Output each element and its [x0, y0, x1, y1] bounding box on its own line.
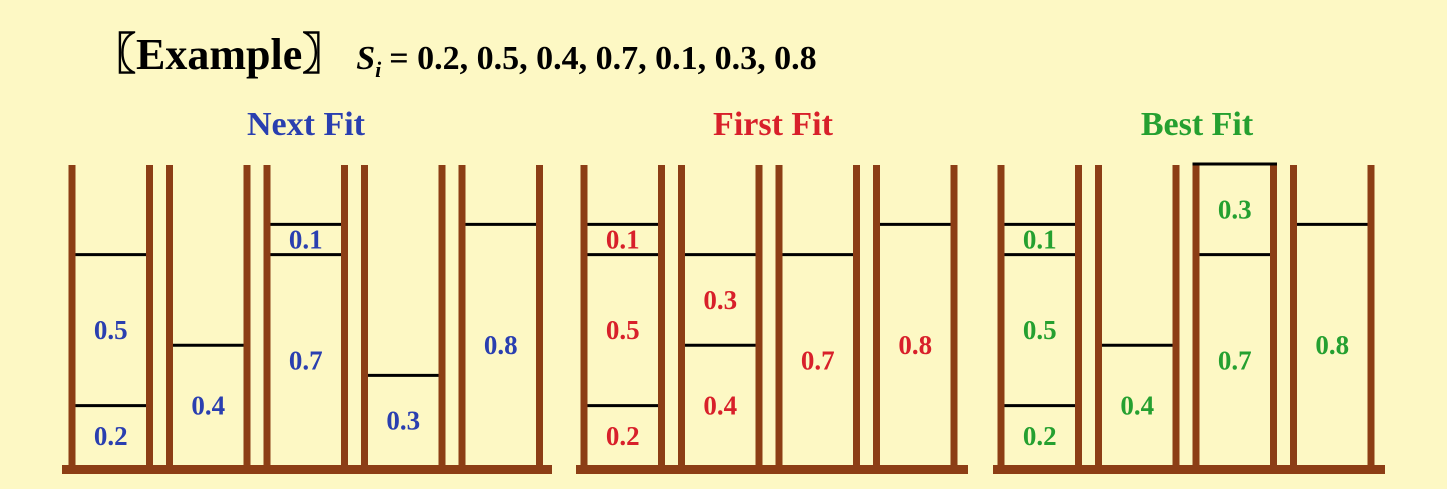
next-fit-bin-wall [438, 165, 446, 468]
first-fit-bin: 0.8 [880, 222, 951, 360]
next-fit-bin-wall [536, 165, 543, 468]
item-label: 0.1 [289, 225, 323, 255]
item-label: 0.3 [1218, 194, 1252, 224]
first-fit-bin-wall [853, 165, 860, 468]
best-fit-bin-wall [1270, 165, 1277, 468]
next-fit-bin-wall [68, 165, 76, 468]
item-label: 0.1 [606, 225, 640, 255]
next-fit-bin-wall [166, 165, 173, 468]
item-label: 0.5 [1023, 315, 1057, 345]
first-fit-bin: 0.7 [782, 253, 853, 375]
first-fit-bin-wall [755, 165, 763, 468]
best-fit-panel: Best Fit 0.2 0.5 0.1 0.4 0.7 0.3 0.8 [993, 106, 1385, 474]
item-label: 0.4 [1120, 391, 1154, 421]
item-label: 0.7 [289, 345, 323, 375]
close-bracket: 〗 [302, 30, 347, 79]
example-word: Example [136, 30, 303, 79]
next-fit-title: Next Fit [247, 106, 366, 143]
first-fit-bin-wall [580, 165, 588, 468]
item-label: 0.7 [1218, 345, 1252, 375]
best-fit-bin-wall [997, 165, 1005, 468]
next-fit-base [62, 465, 552, 474]
item-sequence: = 0.2, 0.5, 0.4, 0.7, 0.1, 0.3, 0.8 [389, 40, 817, 77]
next-fit-bin: 0.2 0.5 [75, 253, 146, 451]
best-fit-bin: 0.4 [1102, 343, 1173, 421]
next-fit-bin: 0.8 [465, 222, 536, 360]
open-bracket: 〖 [92, 30, 136, 79]
next-fit-bin: 0.4 [173, 343, 244, 421]
item-label: 0.4 [703, 391, 737, 421]
first-fit-bin-wall [658, 165, 665, 468]
item-label: 0.8 [898, 330, 932, 360]
first-fit-bin: 0.2 0.5 0.1 [587, 222, 658, 451]
sequence-symbol: Si [356, 40, 381, 83]
next-fit-bin: 0.7 0.1 [270, 222, 341, 375]
next-fit-bin-wall [458, 165, 466, 468]
item-label: 0.1 [1023, 225, 1057, 255]
next-fit-bin-wall [146, 165, 153, 468]
next-fit-bin-wall [341, 165, 348, 468]
first-fit-bin-wall [950, 165, 958, 468]
next-fit-bin-wall [263, 165, 271, 468]
first-fit-bin-wall [775, 165, 783, 468]
first-fit-bin-wall [873, 165, 880, 468]
best-fit-bin-wall [1095, 165, 1102, 468]
item-label: 0.2 [606, 421, 640, 451]
item-label: 0.5 [606, 315, 640, 345]
best-fit-bin-wall [1290, 165, 1297, 468]
example-header: 〖 Example 〗 Si = 0.2, 0.5, 0.4, 0.7, 0.1… [92, 18, 817, 82]
item-label: 0.7 [801, 345, 835, 375]
item-label: 0.8 [484, 330, 518, 360]
best-fit-bin: 0.2 0.5 0.1 [1004, 222, 1075, 451]
best-fit-title: Best Fit [1141, 106, 1254, 143]
item-label: 0.2 [1023, 421, 1057, 451]
next-fit-panel: Next Fit 0.2 0.5 0.4 0.7 0.1 0.3 0.8 [62, 106, 552, 474]
next-fit-bin-wall [361, 165, 368, 468]
first-fit-bin: 0.4 0.3 [685, 253, 756, 421]
s-letter: S [356, 40, 376, 77]
best-fit-bin-wall [1192, 165, 1200, 468]
best-fit-bin: 0.7 0.3 [1192, 162, 1277, 375]
best-fit-base [993, 465, 1385, 474]
item-label: 0.3 [703, 285, 737, 315]
best-fit-bin-wall [1172, 165, 1180, 468]
first-fit-title: First Fit [713, 106, 834, 143]
s-subscript: i [375, 56, 382, 82]
first-fit-bin-wall [678, 165, 685, 468]
next-fit-bin: 0.3 [368, 373, 439, 436]
first-fit-panel: First Fit 0.2 0.5 0.1 0.4 0.3 0.7 0.8 [576, 106, 968, 474]
next-fit-bin-wall [243, 165, 251, 468]
best-fit-bin-wall [1075, 165, 1082, 468]
item-label: 0.4 [191, 391, 225, 421]
best-fit-bin-wall [1367, 165, 1375, 468]
first-fit-base [576, 465, 968, 474]
item-label: 0.8 [1315, 330, 1349, 360]
item-label: 0.5 [94, 315, 128, 345]
item-label: 0.3 [386, 406, 420, 436]
best-fit-bin: 0.8 [1297, 222, 1368, 360]
item-label: 0.2 [94, 421, 128, 451]
